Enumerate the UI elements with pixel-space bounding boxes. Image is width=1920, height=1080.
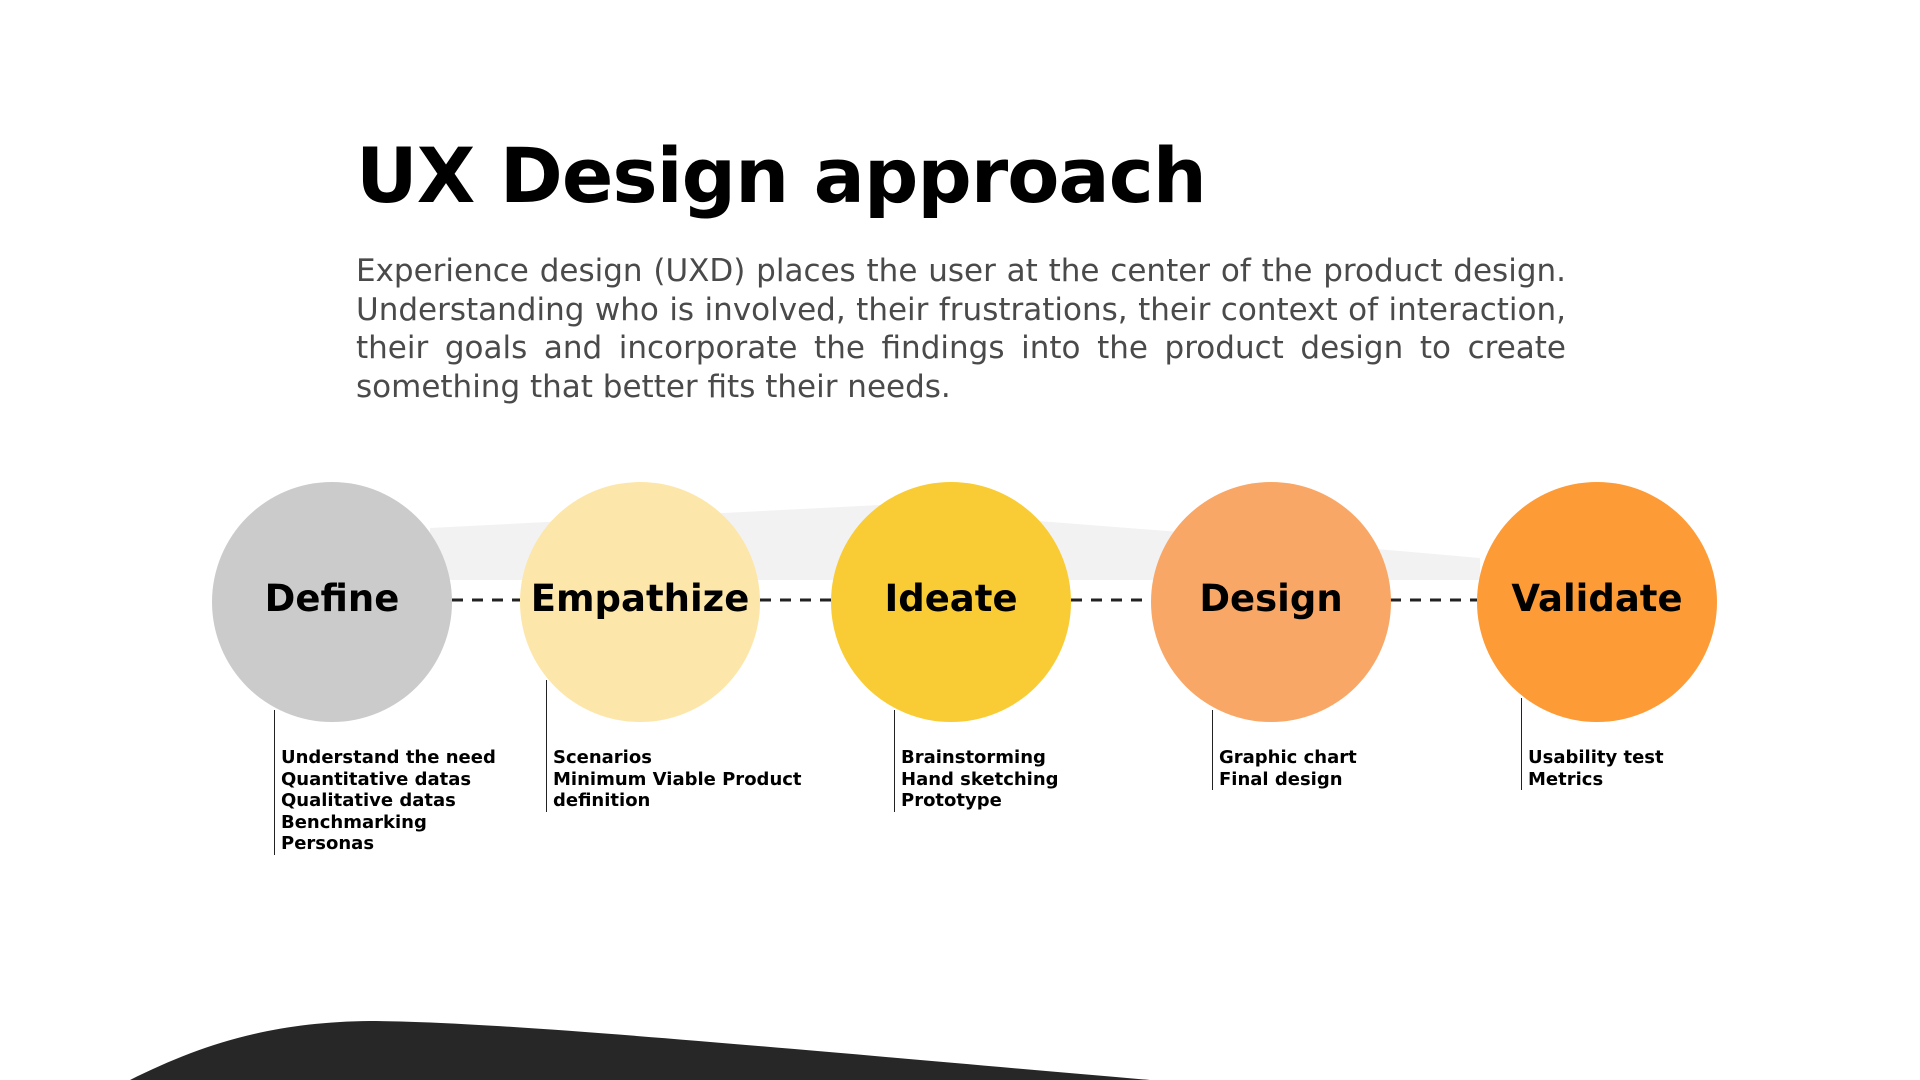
stage-circle-design (1151, 482, 1391, 722)
page-title: UX Design approach (356, 131, 1207, 220)
stage-circle-validate (1477, 482, 1717, 722)
stage-label-define: Define (264, 576, 400, 620)
stage-circle-empathize (520, 482, 760, 722)
detail-item: Scenarios (553, 747, 652, 768)
detail-item: Final design (1219, 768, 1343, 790)
stage-label-ideate: Ideate (884, 576, 1018, 620)
details-design: Graphic chart Final design (1212, 710, 1357, 790)
stage-circle-ideate (831, 482, 1071, 722)
detail-item: Understand the need (281, 747, 496, 768)
details-empathize: Scenarios Minimum Viable Product definit… (546, 680, 802, 812)
detail-item: Usability test (1528, 747, 1664, 768)
stage-label-design: Design (1199, 576, 1343, 620)
details-define: Understand the need Quantitative datas Q… (274, 710, 496, 855)
stage-label-empathize: Empathize (530, 576, 750, 620)
detail-item: Quantitative datas (281, 768, 472, 790)
detail-item: Prototype (901, 790, 1002, 811)
details-validate: Usability test Metrics (1521, 698, 1664, 790)
detail-item: Minimum Viable Product (553, 768, 802, 790)
detail-item: Metrics (1528, 768, 1604, 790)
details-ideate: Brainstorming Hand sketching Prototype (894, 710, 1059, 812)
intro-paragraph: Experience design (UXD) places the user … (356, 253, 1566, 405)
detail-item: Qualitative datas (281, 790, 456, 811)
detail-item: Personas (281, 833, 375, 854)
stage-circle-define (212, 482, 452, 722)
stage-label-validate: Validate (1511, 576, 1683, 620)
detail-item: Hand sketching (901, 768, 1059, 790)
detail-item: definition (553, 790, 651, 811)
detail-item: Brainstorming (901, 747, 1046, 768)
detail-item: Graphic chart (1219, 747, 1357, 768)
detail-item: Benchmarking (281, 811, 427, 833)
footer-dark-shape (130, 1021, 1150, 1080)
